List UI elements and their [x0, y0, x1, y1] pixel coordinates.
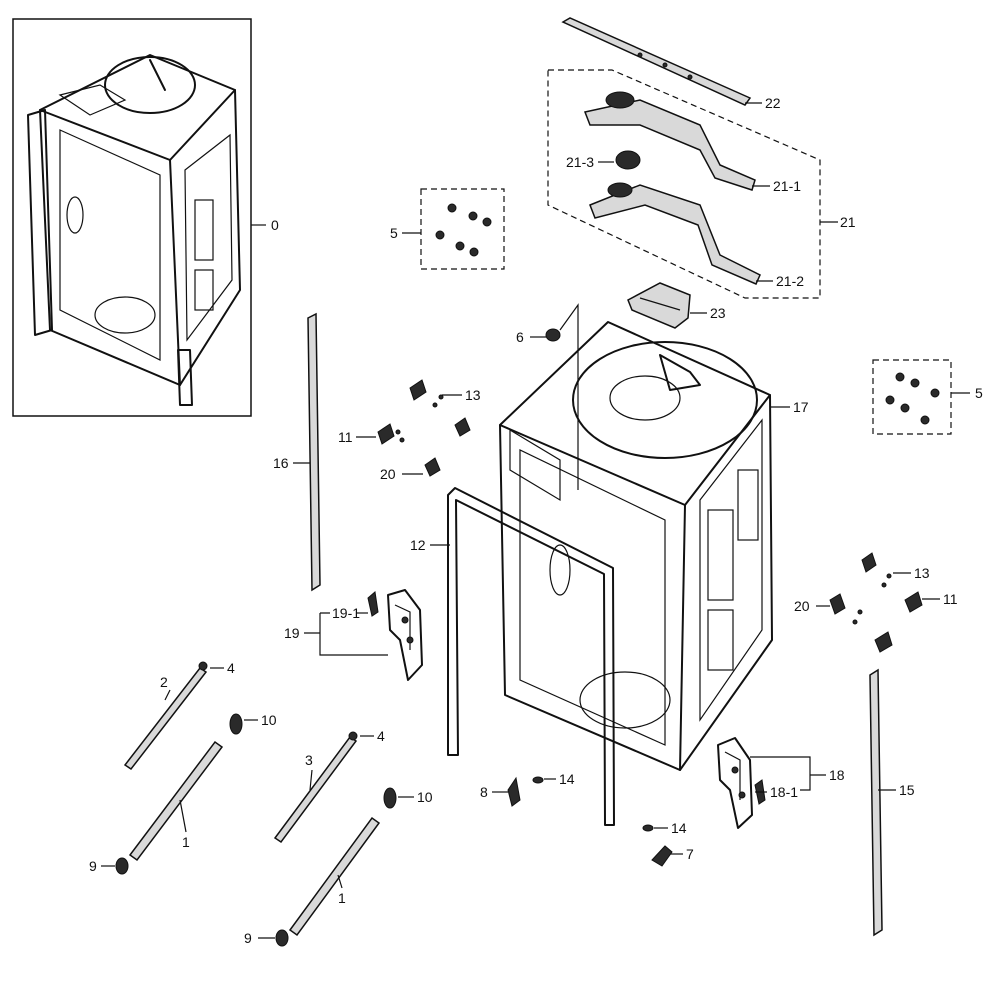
part-1-rail-right: [288, 816, 381, 937]
part-18-right-hinge: [717, 737, 753, 829]
part-19-1-screw: [367, 591, 379, 617]
label-15: 15: [899, 782, 915, 798]
part-16-left-rail: [307, 312, 321, 592]
part-11-right: [874, 591, 923, 653]
part-13-right: [861, 552, 892, 588]
label-5-right: 5: [975, 385, 983, 401]
part-6-clip: [545, 303, 579, 490]
label-14-upper: 14: [559, 771, 575, 787]
part-12-gasket: [447, 487, 615, 826]
label-19-1: 19-1: [332, 605, 360, 621]
part-20-left: [424, 457, 441, 477]
label-10-lower: 10: [417, 789, 433, 805]
label-17: 17: [793, 399, 809, 415]
part-3-rail: [273, 731, 358, 844]
part-15-right-rail: [869, 668, 883, 937]
assembled-tub-inset: [12, 18, 252, 417]
label-14-lower: 14: [671, 820, 687, 836]
part-5-box-right: [872, 359, 952, 435]
part-5-box-left: [420, 188, 505, 270]
bracket-19: [304, 612, 388, 656]
part-22-top-bracket: [561, 17, 752, 106]
label-21-1: 21-1: [773, 178, 801, 194]
label-11-right: 11: [943, 591, 958, 607]
label-20-right: 20: [794, 598, 810, 614]
part-5-fasteners-right: [885, 372, 940, 425]
part-20-right: [829, 593, 863, 625]
part-13-left: [409, 379, 444, 408]
label-9-upper: 9: [89, 858, 97, 874]
label-12: 12: [410, 537, 426, 553]
part-11-left: [377, 417, 471, 445]
label-11-left: 11: [338, 429, 353, 445]
part-9-lower: [275, 929, 289, 947]
label-20-left: 20: [380, 466, 396, 482]
label-19: 19: [284, 625, 300, 641]
part-7-clip: [651, 845, 673, 867]
label-9-lower: 9: [244, 930, 252, 946]
label-4-upper: 4: [227, 660, 235, 676]
label-13-right: 13: [914, 565, 930, 581]
part-14-upper: [532, 776, 544, 784]
part-9-upper: [115, 857, 129, 875]
label-1-right: 1: [338, 890, 346, 906]
label-18: 18: [829, 767, 845, 783]
part-21-3-cap: [615, 150, 641, 170]
part-1-rail-left: [128, 740, 224, 862]
label-8: 8: [480, 784, 488, 800]
part-10-upper: [229, 713, 243, 735]
part-21-1-upper-arm: [583, 91, 756, 191]
label-23: 23: [710, 305, 726, 321]
part-21-group-box: [547, 69, 821, 299]
part-8-latch: [507, 776, 521, 807]
part-19-left-hinge: [387, 589, 423, 681]
part-10-lower: [383, 787, 397, 809]
label-5-left: 5: [390, 225, 398, 241]
label-7: 7: [686, 846, 694, 862]
label-21-3: 21-3: [566, 154, 594, 170]
label-1-left: 1: [182, 834, 190, 850]
label-16: 16: [273, 455, 289, 471]
label-2: 2: [160, 674, 168, 690]
label-10-upper: 10: [261, 712, 277, 728]
part-14-lower: [642, 824, 654, 832]
part-21-2-lower-arm: [589, 182, 761, 285]
label-6: 6: [516, 329, 524, 345]
label-3: 3: [305, 752, 313, 768]
label-21-2: 21-2: [776, 273, 804, 289]
bracket-18: [750, 756, 826, 791]
label-4-lower: 4: [377, 728, 385, 744]
label-18-1: 18-1: [770, 784, 798, 800]
label-22: 22: [765, 95, 781, 111]
part-17-tub: [499, 321, 773, 771]
part-23-hub: [627, 282, 691, 329]
part-5-fasteners-left: [435, 203, 492, 257]
label-13-left: 13: [465, 387, 481, 403]
part-2-rail: [123, 661, 208, 771]
label-0: 0: [271, 217, 279, 233]
label-21: 21: [840, 214, 856, 230]
